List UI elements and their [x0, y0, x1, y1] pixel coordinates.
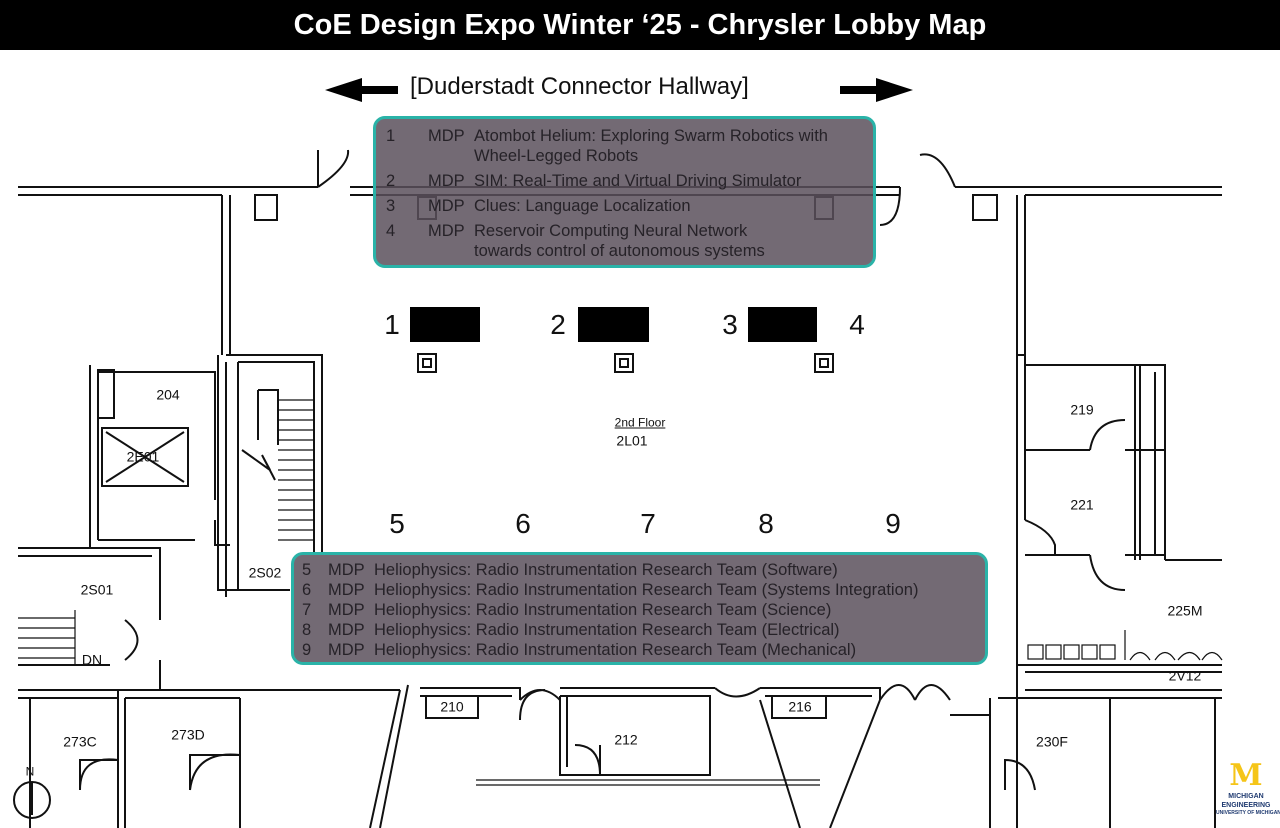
room-212: 212	[614, 731, 638, 748]
room-216: 216	[788, 698, 812, 715]
project-name: Heliophysics: Radio Instrumentation Rese…	[374, 581, 919, 599]
hallway-label: [Duderstadt Connector Hallway]	[410, 73, 749, 100]
room-273C: 273C	[63, 733, 97, 750]
project-type: MDP	[328, 581, 365, 599]
logo-mark: M	[1229, 758, 1263, 793]
project-row-1: 1 MDP Atombot Helium: Exploring Swarm Robo…	[376, 126, 873, 166]
booth-number-5: 5	[389, 508, 405, 539]
project-name: Atombot Helium: Exploring Swarm Robotics…	[474, 126, 873, 166]
booth-number-4: 4	[849, 309, 865, 340]
project-row-6: 6 MDP Heliophysics: Radio Instrumentation …	[294, 580, 985, 600]
room-2S01: 2S01	[80, 581, 114, 598]
project-type: MDP	[328, 561, 365, 579]
project-row-8: 8 MDP Heliophysics: Radio Instrumentation …	[294, 620, 985, 640]
project-number: 4	[386, 222, 396, 240]
project-name-line1: Reservoir Computing Neural Network	[474, 222, 748, 240]
booth-table-2	[578, 307, 649, 342]
project-number: 9	[302, 641, 312, 659]
booth-number-2: 2	[550, 309, 566, 340]
logo-line1: MICHIGAN	[1228, 793, 1264, 800]
project-number: 1	[386, 127, 396, 145]
room-2S02: 2S02	[248, 564, 282, 581]
project-name: Heliophysics: Radio Instrumentation Rese…	[374, 561, 838, 579]
room-2E01: 2E01	[126, 448, 160, 465]
project-name-line2: Wheel-Legged Robots	[474, 147, 639, 165]
room-221: 221	[1070, 496, 1094, 513]
room-225M: 225M	[1167, 602, 1203, 619]
project-type: MDP	[328, 641, 365, 659]
project-row-4: 4 MDP Reservoir Computing Neural Network to…	[376, 221, 873, 261]
booth-number-1: 1	[384, 309, 400, 340]
stairs-down-label: DN	[81, 651, 103, 668]
booth-number-8: 8	[758, 508, 774, 539]
project-number: 3	[386, 197, 396, 215]
room-204: 204	[156, 386, 180, 403]
logo-line3: UNIVERSITY OF MICHIGAN	[1216, 810, 1280, 816]
project-type: MDP	[428, 127, 465, 145]
project-name: Clues: Language Localization	[474, 197, 691, 215]
project-name: Heliophysics: Radio Instrumentation Rese…	[374, 641, 857, 659]
arrow-right-icon	[840, 78, 913, 102]
project-number: 7	[302, 601, 312, 619]
project-row-5: 5 MDP Heliophysics: Radio Instrumentation …	[294, 560, 985, 580]
project-name-line1: Atombot Helium: Exploring Swarm Robotics…	[474, 127, 828, 145]
room-219: 219	[1070, 401, 1094, 418]
room-230F: 230F	[1036, 733, 1068, 750]
project-type: MDP	[328, 601, 365, 619]
booth-table-1	[410, 307, 480, 342]
project-row-3: 3 MDP Clues: Language Localization	[376, 196, 873, 216]
room-210: 210	[440, 698, 464, 715]
stairs	[18, 399, 314, 665]
room-273D: 273D	[171, 726, 205, 743]
floor-label: 2nd Floor	[614, 415, 666, 430]
project-row-7: 7 MDP Heliophysics: Radio Instrumentation …	[294, 600, 985, 620]
project-type: MDP	[428, 197, 465, 215]
michigan-engineering-logo: M MICHIGAN ENGINEERING UNIVERSITY OF MIC…	[1216, 758, 1280, 817]
booth-number-7: 7	[640, 508, 656, 539]
project-number: 8	[302, 621, 312, 639]
project-number: 5	[302, 561, 312, 579]
project-number: 2	[386, 172, 396, 190]
arrow-left-icon	[325, 78, 398, 102]
project-row-2: 2 MDP SIM: Real-Time and Virtual Driving S…	[376, 171, 873, 191]
booth-number-3: 3	[722, 309, 738, 340]
logo-line2: ENGINEERING	[1221, 802, 1271, 809]
booth-number-6: 6	[515, 508, 531, 539]
project-type: MDP	[328, 621, 365, 639]
project-name-line2: towards control of autonomous systems	[474, 242, 765, 260]
project-type: MDP	[428, 172, 465, 190]
project-number: 6	[302, 581, 312, 599]
project-row-9: 9 MDP Heliophysics: Radio Instrumentation …	[294, 640, 985, 660]
room-2L01: 2L01	[616, 432, 648, 449]
project-name: SIM: Real-Time and Virtual Driving Simul…	[474, 172, 802, 190]
project-type: MDP	[428, 222, 465, 240]
booth-number-9: 9	[885, 508, 901, 539]
north-arrow-icon: N	[25, 764, 35, 779]
room-2V12: 2V12	[1168, 667, 1202, 684]
booth-table-3	[748, 307, 817, 342]
map-title: CoE Design Expo Winter ‘25 - Chrysler Lo…	[0, 0, 1280, 50]
project-name: Reservoir Computing Neural Network toward…	[474, 221, 873, 261]
project-name: Heliophysics: Radio Instrumentation Rese…	[374, 621, 840, 639]
project-name: Heliophysics: Radio Instrumentation Rese…	[374, 601, 832, 619]
